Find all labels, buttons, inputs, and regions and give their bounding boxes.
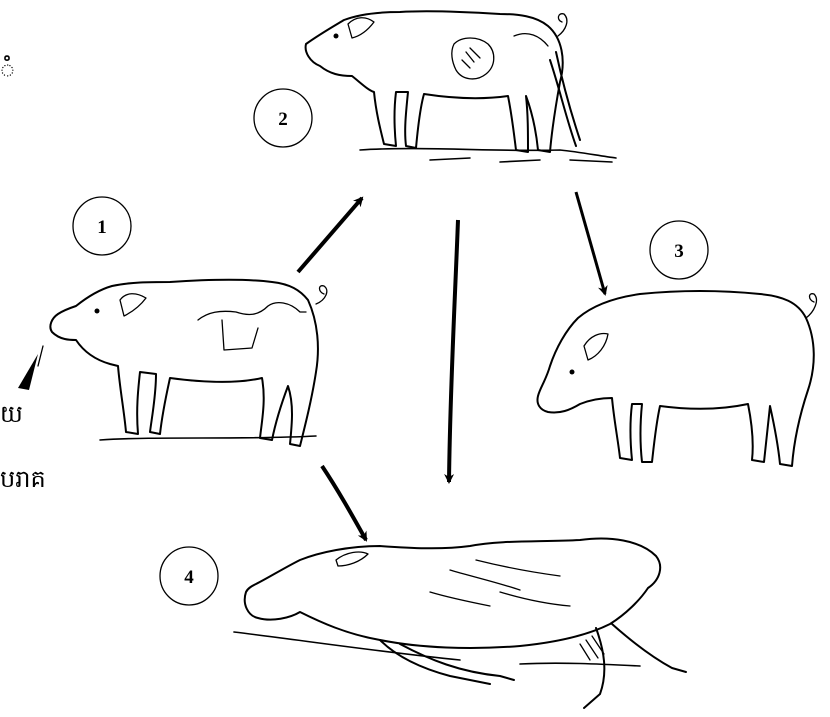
stage-3-marker: 3	[650, 221, 708, 279]
pig-2-lesion-edge	[514, 34, 548, 46]
pig-2-ear	[348, 18, 374, 38]
pig-2-diarrhea-stream	[556, 52, 580, 140]
stage-3-number: 3	[674, 241, 684, 262]
left-text-3: បរាគ	[0, 465, 46, 493]
pig-4-rib-lines	[430, 560, 570, 606]
pig-2-ground	[360, 149, 616, 158]
arrow-stage2-to-stage4	[449, 220, 458, 482]
stage-4-number: 4	[184, 567, 194, 588]
pig-2-body	[306, 11, 563, 152]
pig-stage-2	[306, 11, 616, 162]
stage-2-number: 2	[278, 109, 288, 130]
pig-2-ground-hatching	[430, 158, 612, 162]
pig-1-lesion-patch	[222, 320, 258, 350]
arrow-stage1-to-stage2	[298, 198, 362, 272]
pig-1-skin-lesion	[198, 303, 306, 320]
pig-4-ear	[336, 552, 368, 566]
left-text-2: យ	[0, 400, 23, 428]
pig-1-eye	[95, 309, 100, 314]
pig-stage-1	[50, 280, 326, 446]
pig-1-ground	[100, 436, 316, 440]
pig-1-body	[50, 280, 318, 446]
pig-2-eye	[334, 34, 339, 39]
pig-3-tail	[806, 294, 816, 318]
stage-4-marker: 4	[160, 547, 218, 605]
stage-2-marker: 2	[254, 89, 312, 147]
pig-2-skin-lesion	[452, 38, 494, 79]
pig-3-body	[537, 291, 813, 466]
pig-3-eye	[570, 370, 575, 375]
arrow-stage2-to-stage3	[576, 192, 605, 294]
pig-stage-3	[537, 291, 816, 466]
pig-1-ear	[120, 294, 146, 316]
arrow-infection-entry	[18, 354, 38, 390]
left-text-1: ំ	[0, 55, 15, 87]
pig-stage-4	[234, 539, 686, 708]
stage-1-marker: 1	[73, 197, 131, 255]
discharge-mark	[38, 346, 43, 366]
pig-3-ear	[584, 334, 608, 361]
arrow-stage1-to-stage4	[322, 466, 366, 540]
pig-1-tail	[316, 286, 327, 304]
pig-2-tail	[558, 14, 567, 36]
pig-2-diarrhea-stream-2	[550, 60, 576, 146]
stage-1-number: 1	[97, 217, 107, 238]
